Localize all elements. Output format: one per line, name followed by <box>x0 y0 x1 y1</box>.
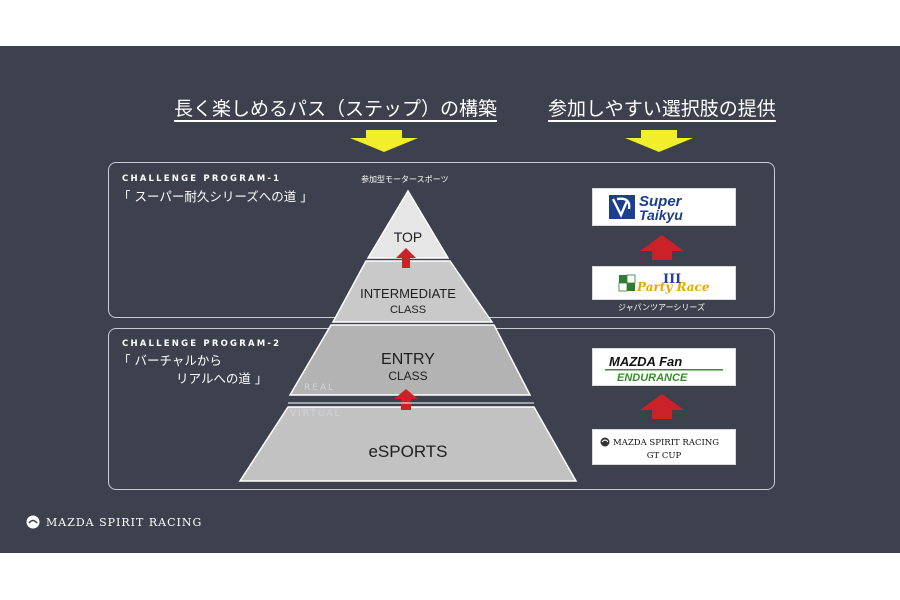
pyramid-top-caption: 参加型モータースポーツ <box>361 175 449 184</box>
super-taikyu-logo: Super Taikyu <box>592 188 736 226</box>
slide: 長く楽しめるパス（ステップ）の構築 参加しやすい選択肢の提供 CHALLENGE… <box>0 46 900 553</box>
mazda-spirit-racing-icon <box>26 515 40 529</box>
program-1-subtitle: 「 スーパー耐久シリーズへの道 」 <box>118 189 313 204</box>
pyramid-diagram: TOP INTERMEDIATE CLASS ENTRY CLASS eSPOR… <box>238 189 684 482</box>
gt-cup-logo: MAZDA SPIRIT RACING GT CUP <box>592 429 736 465</box>
up-arrow-icon-entry <box>394 389 418 410</box>
pyramid-esports-tier <box>238 406 578 482</box>
level-esports-label: eSPORTS <box>368 442 447 461</box>
virtual-label: VIRTUAL <box>290 409 342 419</box>
footer-brand-text: MAZDA SPIRIT RACING <box>46 515 203 529</box>
mazda-fan-endurance-emblem-icon: MAZDA Fan ENDURANCE <box>605 354 723 384</box>
pyramid-intermediate-tier <box>331 260 494 323</box>
party-race-numeral: III <box>663 272 681 287</box>
super-taikyu-line1: Super <box>639 193 683 210</box>
gt-cup-emblem-icon: MAZDA SPIRIT RACING GT CUP <box>600 437 719 461</box>
right-down-arrow-icon <box>625 130 693 152</box>
gt-cup-line2: GT CUP <box>647 451 682 461</box>
super-taikyu-emblem-icon: Super Taikyu <box>609 193 683 223</box>
gt-cup-line1: MAZDA SPIRIT RACING <box>613 438 719 448</box>
mazda-fan-line2: ENDURANCE <box>617 372 688 384</box>
party-race-emblem-icon: Party Race III <box>618 272 710 294</box>
program-2-title: CHALLENGE PROGRAM-2 <box>122 339 282 349</box>
program-2-subtitle-line1: 「 バーチャルから <box>118 353 222 368</box>
pyramid-top-tier <box>366 189 450 259</box>
super-taikyu-line2: Taikyu <box>639 207 683 223</box>
party-race-logo: Party Race III <box>592 266 736 300</box>
left-down-arrow-icon <box>350 130 418 152</box>
program-1-title: CHALLENGE PROGRAM-1 <box>122 174 282 184</box>
right-header: 参加しやすい選択肢の提供 <box>548 98 776 120</box>
up-arrow-icon-right-lower <box>640 394 684 419</box>
level-intermediate-line2: CLASS <box>390 304 426 316</box>
party-race-script: Party Race <box>636 280 710 294</box>
level-top-label: TOP <box>394 229 423 245</box>
mazda-fan-line1: MAZDA Fan <box>609 354 682 369</box>
mazda-fan-endurance-logo: MAZDA Fan ENDURANCE <box>592 348 736 386</box>
level-entry-line2: CLASS <box>388 369 427 383</box>
left-header: 長く楽しめるパス（ステップ）の構築 <box>174 98 498 120</box>
up-arrow-icon-right-upper <box>640 235 684 260</box>
pyramid-entry-tier <box>288 324 532 396</box>
footer-brand: MAZDA SPIRIT RACING <box>26 515 202 529</box>
level-intermediate-line1: INTERMEDIATE <box>360 286 456 301</box>
real-label: REAL <box>304 383 336 393</box>
up-arrow-icon-top <box>396 248 416 268</box>
program-2-subtitle-line2: リアルへの道 」 <box>176 371 268 386</box>
level-entry-line1: ENTRY <box>381 351 435 368</box>
japan-tour-caption: ジャパンツアーシリーズ <box>618 303 705 312</box>
